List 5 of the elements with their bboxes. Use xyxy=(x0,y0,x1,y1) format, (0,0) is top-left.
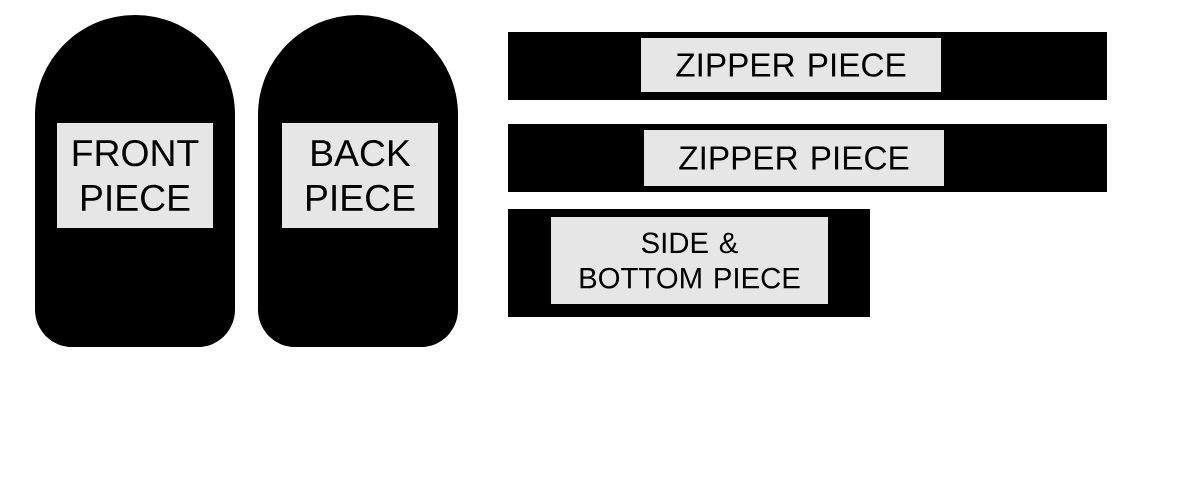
pattern-piece: ZIPPER PIECE xyxy=(508,124,1107,192)
pattern-piece: SIDE & BOTTOM PIECE xyxy=(508,209,870,317)
pattern-piece: FRONT PIECE xyxy=(35,15,235,347)
pattern-piece: ZIPPER PIECE xyxy=(508,32,1107,100)
pattern-piece: BACK PIECE xyxy=(258,15,458,347)
